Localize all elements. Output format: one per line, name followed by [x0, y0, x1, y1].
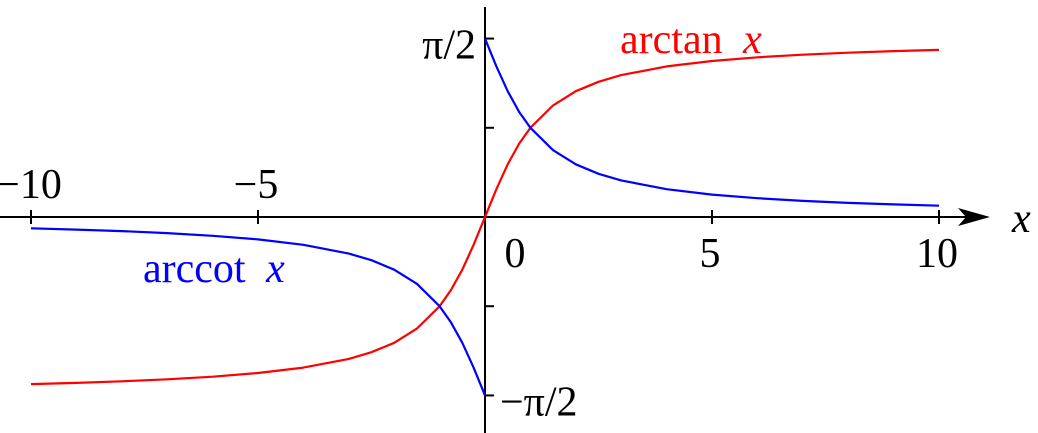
arctan-label-var: x — [742, 17, 762, 63]
arccot-label: arccot x — [143, 246, 285, 292]
axes: x — [0, 7, 1031, 433]
arccot-curve — [30, 38, 940, 396]
x-tick-label: 5 — [700, 231, 721, 277]
x-ticks: −10 −5 0 5 10 — [0, 162, 958, 277]
arccot-label-name: arccot — [143, 246, 256, 292]
y-tick-label: π/2 — [422, 23, 476, 69]
x-tick-label: −10 — [0, 162, 62, 208]
x-tick-label: 10 — [916, 231, 958, 277]
arctan-label: arctan x — [620, 17, 762, 63]
arctan-label-name: arctan — [620, 17, 733, 63]
x-axis-label: x — [1011, 196, 1031, 242]
y-ticks: π/2 −π/2 — [422, 23, 577, 426]
y-tick-label: −π/2 — [500, 379, 578, 425]
series-group — [30, 38, 940, 396]
x-tick-label: 0 — [505, 231, 526, 277]
x-axis-arrow — [958, 208, 990, 226]
arccot-label-var: x — [265, 246, 285, 292]
x-tick-label: −5 — [234, 162, 279, 208]
arctan-curve — [30, 48, 940, 386]
